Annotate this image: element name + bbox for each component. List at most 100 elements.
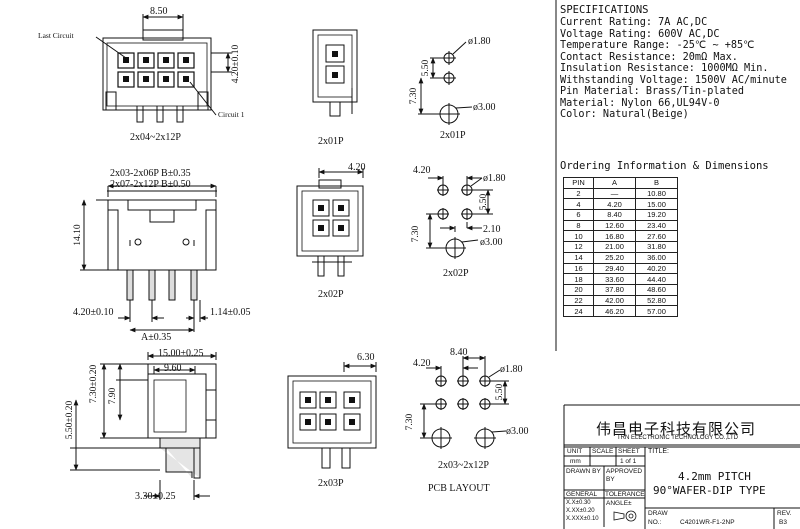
col-b: B	[635, 177, 678, 189]
cell-b: 44.40	[635, 273, 678, 285]
dim-a: A±0.35	[141, 332, 171, 343]
cell-a: 37.80	[593, 283, 636, 296]
b-note-2: 2x07-2x12P B±0.50	[110, 179, 191, 190]
caption-2x04: 2x04~2x12P	[130, 132, 181, 143]
no-label: NO.:	[648, 519, 662, 526]
cell-pin: 22	[563, 294, 594, 307]
spec-line: Color: Natural(Beige)	[560, 109, 689, 120]
spec-line: Temperature Range: -25℃ ~ +85℃	[560, 40, 755, 51]
table-row: 2—10.80	[563, 187, 678, 200]
cell-a: 4.20	[593, 198, 636, 211]
view-side	[80, 183, 217, 333]
spec-line: Voltage Rating: 600V AC,DC	[560, 28, 720, 40]
phi-3-00-b: ø3.00	[480, 237, 503, 248]
tolerance-1: X.X±0.30	[566, 500, 591, 506]
rev-label: REV.	[777, 510, 792, 517]
b-note-1: 2x03-2x06P B±0.35	[110, 168, 191, 179]
dim-6-30: 6.30	[357, 352, 375, 363]
cell-b: 36.00	[635, 251, 678, 264]
sheet-value: 1 of 1	[620, 458, 637, 465]
view-2x03-front	[287, 362, 377, 469]
pcb-2x03	[420, 355, 509, 449]
spec-line: Contact Resistance: 20mΩ Max.	[560, 51, 738, 63]
pcb-2x01	[418, 41, 473, 125]
title-line-1: 4.2mm PITCH	[678, 470, 751, 483]
dim-4-20-d: 4.20	[413, 165, 431, 176]
cell-b: 19.20	[635, 209, 678, 221]
approved-by: APPROVED BY	[606, 468, 643, 483]
scale-label: SCALE	[592, 448, 614, 455]
dim-7-30-b: 7.30	[411, 225, 421, 242]
title-line-2: 90°WAFER-DIP TYPE	[653, 484, 766, 497]
spec-line: Material: Nylon 66,UL94V-0	[560, 97, 720, 109]
dim-5-50-c: 5.50±0.20	[65, 401, 75, 440]
dim-5-50-d: 5.50	[495, 383, 505, 400]
tolerance-3: X.XXX±0.10	[566, 516, 599, 522]
dim-9-60: 9.60	[164, 363, 182, 374]
cell-a: —	[593, 187, 636, 200]
col-pin: PIN	[563, 177, 594, 189]
dim-4-20-c: 4.20	[348, 162, 366, 173]
label-circuit-1: Circuit 1	[218, 110, 245, 119]
dim-7-30-c: 7.30±0.20	[89, 365, 99, 404]
cell-b: 57.00	[635, 305, 678, 317]
cell-pin: 10	[563, 230, 594, 243]
view-2x01-front	[312, 29, 358, 117]
cell-a: 21.00	[593, 241, 636, 253]
dim-4-20-e: 4.20	[413, 358, 431, 369]
label-last-circuit: Last Circuit	[38, 31, 75, 40]
cell-pin: 18	[563, 273, 594, 285]
dim-8-50: 8.50	[150, 6, 168, 17]
caption-pcb-layout: PCB LAYOUT	[428, 483, 490, 494]
cell-a: 25.20	[593, 251, 636, 264]
cell-pin: 14	[563, 251, 594, 264]
dim-7-30-a: 7.30	[409, 87, 419, 104]
ordering-title: Ordering Information & Dimensions	[560, 160, 769, 172]
dim-5-50-a: 5.50	[421, 59, 431, 76]
unit-label: UNIT	[567, 448, 583, 455]
cell-a: 12.60	[593, 219, 636, 232]
spec-line: Pin Material: Brass/Tin-plated	[560, 86, 745, 97]
general-label: GENERAL	[566, 491, 598, 498]
dim-14-10: 14.10	[73, 224, 83, 246]
cell-a: 33.60	[593, 273, 636, 285]
title-block-frame	[563, 404, 800, 529]
caption-2x02-pcb: 2x02P	[443, 268, 469, 279]
caption-2x03: 2x03P	[318, 478, 344, 489]
dim-7-90: 7.90	[108, 387, 118, 404]
cell-b: 23.40	[635, 219, 678, 232]
phi-1-80-b: ø1.80	[483, 173, 506, 184]
cell-pin: 8	[563, 219, 594, 232]
tolerance-2: X.XX±0.20	[566, 508, 595, 514]
cell-pin: 12	[563, 241, 594, 253]
caption-2x03-pcb: 2x03~2x12P	[438, 460, 489, 471]
cell-pin: 16	[563, 262, 594, 275]
dim-1-14: 1.14±0.05	[210, 307, 251, 318]
cell-b: 31.80	[635, 241, 678, 253]
cell-b: 52.80	[635, 294, 678, 307]
drawn-by: DRAWN BY	[566, 468, 601, 475]
caption-2x01-pcb: 2x01P	[440, 130, 466, 141]
cell-b: 15.00	[635, 198, 678, 211]
rev-value: B3	[779, 519, 787, 526]
view-2x04-front	[95, 14, 232, 123]
col-a: A	[593, 177, 636, 189]
dim-7-30-d: 7.30	[405, 413, 415, 430]
specifications-title: SPECIFICATIONS	[560, 4, 649, 16]
phi-1-80-c: ø1.80	[500, 364, 523, 375]
spec-line: Insulation Resistance: 1000MΩ Min.	[560, 63, 769, 74]
projection-symbol-icon	[613, 510, 637, 522]
phi-3-00-a: ø3.00	[473, 102, 496, 113]
cell-b: 48.60	[635, 283, 678, 296]
dim-4-20-b: 4.20±0.10	[73, 307, 114, 318]
view-profile	[70, 352, 217, 500]
angle-label: ANGLE±	[606, 500, 632, 507]
cell-a: 16.80	[593, 230, 636, 243]
cell-b: 40.20	[635, 262, 678, 275]
cell-b: 27.60	[635, 230, 678, 243]
